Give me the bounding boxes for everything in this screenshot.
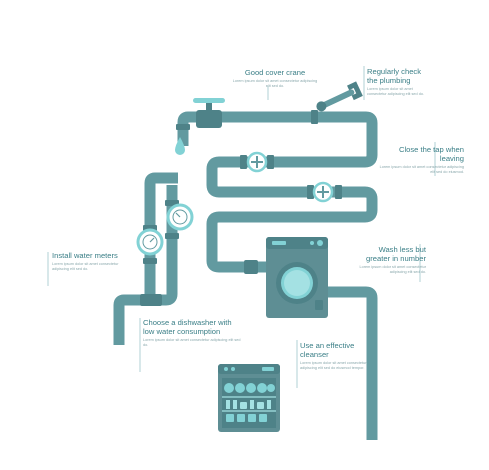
tip-title: Regularly check the plumbing xyxy=(367,67,422,85)
valve-icon xyxy=(312,181,334,203)
tip-description: Lorem ipsum dolor sit amet consectetur a… xyxy=(232,79,318,88)
pipe-joint xyxy=(335,185,342,199)
tip-description: Lorem ipsum dolor sit amet consectetur a… xyxy=(52,262,119,271)
water-meter-icon xyxy=(166,203,194,231)
pipe-joint xyxy=(240,155,247,169)
main-pipe xyxy=(177,111,378,273)
valve-icon xyxy=(246,151,268,173)
pipe-joint xyxy=(140,294,162,306)
tip-description: Lorem ipsum dolor sit amet consectetur a… xyxy=(379,165,464,174)
tip-title: Wash less but greater in number xyxy=(366,245,426,263)
tip-wash-less: Wash less but greater in number Lorem ip… xyxy=(354,245,426,275)
leader-lines xyxy=(47,66,436,388)
drain-pipe xyxy=(325,286,378,440)
meter-pipe-inner xyxy=(144,172,178,300)
tip-description: Lorem ipsum dolor sit amet consectetur a… xyxy=(367,87,424,96)
tip-description: Lorem ipsum dolor sit amet consectetur a… xyxy=(143,338,241,347)
pipe-joint xyxy=(143,258,157,264)
tip-description: Lorem ipsum dolor sit amet consectetur a… xyxy=(359,265,426,274)
tip-title: Good cover crane xyxy=(244,68,306,77)
wrench-icon xyxy=(316,81,363,112)
pipe-joint xyxy=(311,110,318,124)
tip-close-tap: Close the tap when leaving Lorem ipsum d… xyxy=(378,145,464,175)
pipe-joint xyxy=(176,124,190,130)
faucet-icon xyxy=(175,98,225,155)
tip-description: Lorem ipsum dolor sit amet consectetur a… xyxy=(300,361,367,370)
tip-title: Use an effective cleanser xyxy=(300,341,355,359)
tip-dishwasher: Choose a dishwasher with low water consu… xyxy=(143,318,245,348)
tip-good-cover-crane: Good cover crane Lorem ipsum dolor sit a… xyxy=(232,68,318,89)
tip-title: Install water meters xyxy=(52,251,118,260)
pipe-joint xyxy=(267,155,274,169)
tip-install-meters: Install water meters Lorem ipsum dolor s… xyxy=(52,251,120,272)
water-meter-icon xyxy=(136,228,164,256)
tip-check-plumbing: Regularly check the plumbing Lorem ipsum… xyxy=(367,67,429,97)
tip-title: Choose a dishwasher with low water consu… xyxy=(143,318,232,336)
dishwasher-icon xyxy=(218,364,280,432)
pipe-joint xyxy=(165,233,179,239)
pipe-joint xyxy=(244,260,258,274)
water-drop-icon xyxy=(175,137,185,155)
pipe-joints xyxy=(140,110,342,306)
pipe-joint xyxy=(307,185,314,199)
washing-machine-icon xyxy=(266,237,328,318)
tip-cleanser: Use an effective cleanser Lorem ipsum do… xyxy=(300,341,382,371)
tip-title: Close the tap when leaving xyxy=(398,145,464,163)
